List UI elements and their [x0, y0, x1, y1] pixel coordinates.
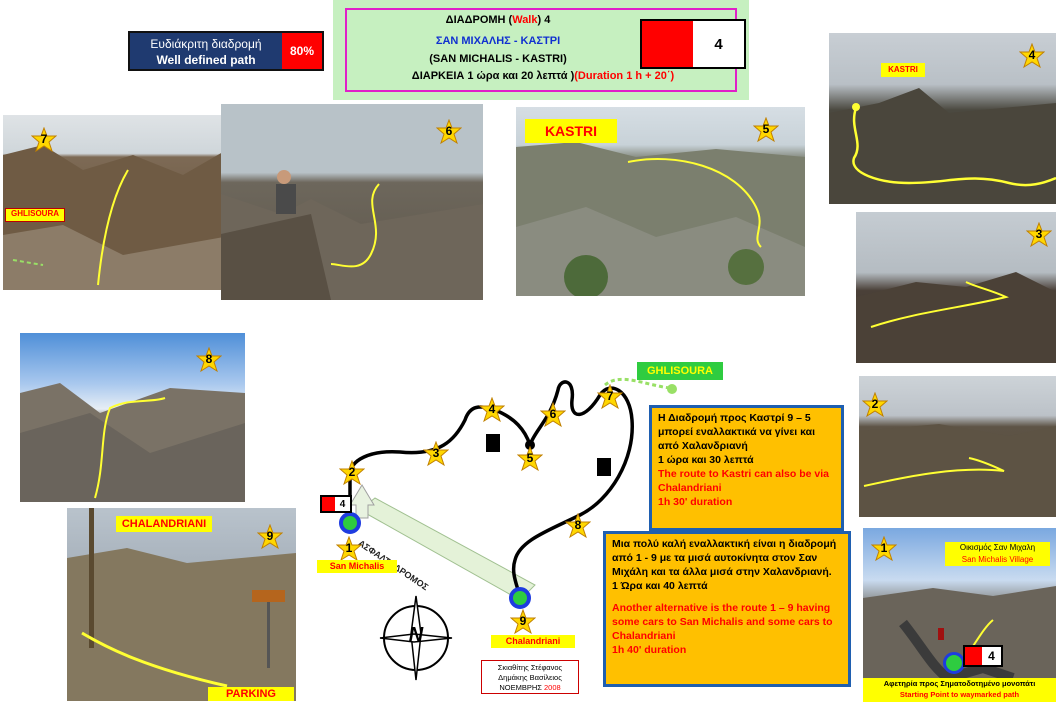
- photo-1-start-caption: Αφετηρία προς Σηματοδοτημένο μονοπάτι St…: [863, 678, 1056, 702]
- photo-1-start-dot: [943, 652, 965, 674]
- info2-gr2: 1 Ώρα και 40 λεπτά: [612, 580, 708, 592]
- info2-en2: 1h 40' duration: [612, 644, 687, 656]
- ghlisoura-path: [604, 377, 671, 390]
- info1-gr2: 1 ώρα και 30 λεπτά: [658, 454, 754, 466]
- chalandriani-label: Chalandriani: [491, 635, 575, 648]
- info2-en1: Another alternative is the route 1 – 9 h…: [612, 602, 833, 642]
- start-point: [339, 512, 361, 534]
- photo-1-waymark: 4: [963, 645, 1003, 667]
- credit-line-1: Σκιαθίτης Στέφανος: [497, 663, 563, 672]
- map-star-8: 8: [565, 513, 591, 539]
- ghlisoura-dot: [667, 384, 677, 394]
- header-line-1: ΔΙΑΔΡΟΜΗ (Walk) 4: [445, 14, 551, 26]
- waymark-sign: 4: [640, 19, 746, 69]
- road-arrow: [349, 484, 375, 519]
- asphalt-road: [359, 497, 536, 601]
- photo-4-star: 4: [1019, 43, 1045, 69]
- photo-9: CHALANDRIANI 9 PARKING: [67, 508, 296, 701]
- defined-path-badge: Ευδιάκριτη διαδρομή Well defined path 80…: [128, 31, 324, 71]
- photo-4-label: KASTRI: [881, 63, 925, 77]
- hiker-icon: [486, 434, 500, 452]
- photo-8: 8: [20, 333, 245, 502]
- photo-1-village-en: San Michalis Village: [961, 555, 1034, 564]
- hiker-icon: [597, 458, 611, 476]
- photo-9-label: CHALANDRIANI: [116, 516, 212, 532]
- photo-1-star: 1: [871, 536, 897, 562]
- photo-5-label: KASTRI: [525, 119, 617, 143]
- photo-4-scene: [829, 88, 1056, 204]
- photo-6-scene: [221, 170, 483, 300]
- trail-junction: [525, 440, 535, 450]
- photo-1-village-gr: Οικισμός Σαν Μιχαλη: [959, 543, 1036, 552]
- photo-6-star: 6: [436, 119, 462, 145]
- photo-9-parking: PARKING: [208, 687, 294, 701]
- compass: N: [378, 594, 458, 682]
- map-star-9: 9: [510, 609, 536, 635]
- map-star-1: 1: [336, 536, 362, 562]
- header-line-3: (SAN MICHALIS - KASTRI): [429, 53, 567, 65]
- photo-3: 3: [856, 212, 1056, 363]
- photo-2-star: 2: [862, 392, 888, 418]
- map-star-4: 4: [479, 397, 505, 423]
- photo-5: KASTRI 5: [516, 107, 805, 296]
- info1-en2: 1h 30' duration: [658, 496, 733, 508]
- credits: Σκιαθίτης Στέφανος Δημάκης Βασίλειος ΝΟΕ…: [481, 660, 579, 694]
- header-panel: ΔΙΑΔΡΟΜΗ (Walk) 4 ΣΑΝ ΜΙΧΑΛΗΣ - ΚΑΣΤΡΙ (…: [333, 0, 749, 100]
- photo-7: 7 GHLISOURA: [3, 115, 235, 290]
- info1-en1: The route to Kastri can also be via Chal…: [658, 468, 829, 494]
- header-line-4: ΔΙΑΡΚΕΙΑ 1 ώρα και 20 λεπτά )(Duration 1…: [411, 70, 675, 82]
- info2-gr1: Μια πολύ καλή εναλλακτική είναι η διαδρο…: [612, 538, 837, 578]
- compass-letter: N: [408, 624, 424, 646]
- photo-4: KASTRI 4: [829, 33, 1056, 204]
- map-star-7: 7: [597, 384, 623, 410]
- defined-path-en: Well defined path: [156, 53, 256, 67]
- credit-line-3: ΝΟΕΜΒΡΗΣ 2008: [499, 683, 561, 692]
- credit-line-2: Δημάκης Βασίλειος: [498, 673, 562, 682]
- photo-1-start-gr: Αφετηρία προς Σηματοδοτημένο μονοπάτι: [883, 679, 1036, 688]
- defined-path-gr: Ευδιάκριτη διαδρομή: [150, 37, 262, 51]
- san-michalis-label: San Michalis: [317, 560, 397, 573]
- photo-2: 2: [859, 376, 1056, 517]
- photo-7-label: GHLISOURA: [5, 208, 65, 222]
- defined-path-percent: 80%: [282, 33, 322, 69]
- photo-8-star: 8: [196, 347, 222, 373]
- photo-3-star: 3: [1026, 222, 1052, 248]
- photo-1-scene: [863, 586, 1056, 702]
- photo-3-scene: [856, 272, 1056, 363]
- map-star-2: 2: [339, 460, 365, 486]
- photo-1: 1 Οικισμός Σαν Μιχαλη San Michalis Villa…: [863, 528, 1056, 702]
- compass-icon: [379, 595, 453, 681]
- map-star-3: 3: [423, 441, 449, 467]
- trail-line: [348, 380, 634, 601]
- ghlisoura-label: GHLISOURA: [637, 362, 723, 380]
- header-line-2: ΣΑΝ ΜΙΧΑΛΗΣ - ΚΑΣΤΡΙ: [435, 35, 561, 47]
- info1-gr1: Η Διαδρομή προς Καστρί 9 – 5 μπορεί εναλ…: [658, 412, 816, 452]
- photo-1-village: Οικισμός Σαν Μιχαλη San Michalis Village: [945, 542, 1050, 566]
- photo-1-start-en: Starting Point to waymarked path: [899, 690, 1020, 699]
- photo-6: 6: [221, 104, 483, 300]
- photo-5-star: 5: [753, 117, 779, 143]
- map-waymark: 4: [320, 495, 352, 513]
- info-box-alternative: Μια πολύ καλή εναλλακτική είναι η διαδρο…: [603, 531, 851, 687]
- photo-7-star: 7: [31, 127, 57, 153]
- map-star-5: 5: [517, 446, 543, 472]
- map-star-6: 6: [540, 402, 566, 428]
- route-map: [339, 377, 677, 609]
- info-box-kastri: Η Διαδρομή προς Καστρί 9 – 5 μπορεί εναλ…: [649, 405, 844, 531]
- photo-7-scene: [3, 145, 235, 290]
- photo-5-scene: [516, 142, 805, 296]
- photo-2-scene: [859, 424, 1056, 517]
- photo-9-star: 9: [257, 524, 283, 550]
- photo-8-scene: [20, 383, 245, 502]
- end-point: [509, 587, 531, 609]
- photo-9-scene: [67, 508, 296, 701]
